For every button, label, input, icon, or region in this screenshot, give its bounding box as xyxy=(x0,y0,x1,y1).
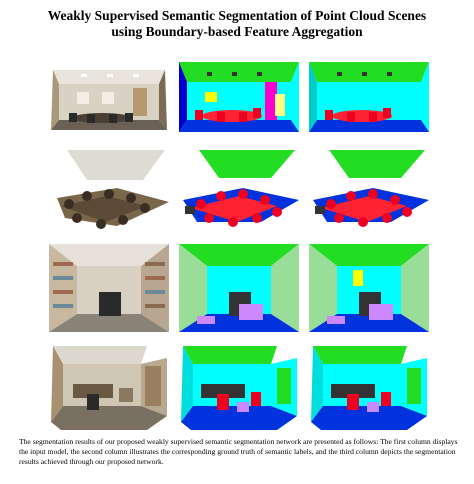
input-point-cloud-image xyxy=(49,244,169,332)
prediction-image xyxy=(307,148,431,236)
prediction-image xyxy=(307,242,431,336)
title-line-2: using Boundary-based Feature Aggregation xyxy=(111,24,363,39)
input-image xyxy=(47,58,171,140)
result-row-3 xyxy=(47,242,440,336)
ground-truth-image xyxy=(177,58,301,140)
result-row-2 xyxy=(47,148,440,236)
figure-title: Weakly Supervised Semantic Segmentation … xyxy=(0,8,474,40)
result-row-4 xyxy=(47,344,440,434)
predicted-segmentation-image xyxy=(309,244,429,332)
input-image xyxy=(47,344,171,434)
title-line-1: Weakly Supervised Semantic Segmentation … xyxy=(47,8,427,23)
input-point-cloud-image xyxy=(51,70,167,130)
input-image xyxy=(47,242,171,336)
prediction-image xyxy=(307,58,431,140)
predicted-segmentation-image xyxy=(311,346,427,430)
ground-truth-segmentation-image xyxy=(179,244,299,332)
ground-truth-image xyxy=(177,242,301,336)
input-image xyxy=(47,148,171,236)
ground-truth-image xyxy=(177,344,301,434)
input-point-cloud-image xyxy=(51,346,167,430)
input-point-cloud-image xyxy=(57,150,169,229)
ground-truth-image xyxy=(177,148,301,236)
ground-truth-segmentation-image xyxy=(179,62,299,132)
ground-truth-segmentation-image xyxy=(183,150,299,227)
figure-caption: The segmentation results of our proposed… xyxy=(19,437,458,466)
predicted-segmentation-image xyxy=(309,62,429,132)
predicted-segmentation-image xyxy=(313,150,429,227)
result-row-1 xyxy=(47,58,440,140)
ground-truth-segmentation-image xyxy=(181,346,297,430)
prediction-image xyxy=(307,344,431,434)
